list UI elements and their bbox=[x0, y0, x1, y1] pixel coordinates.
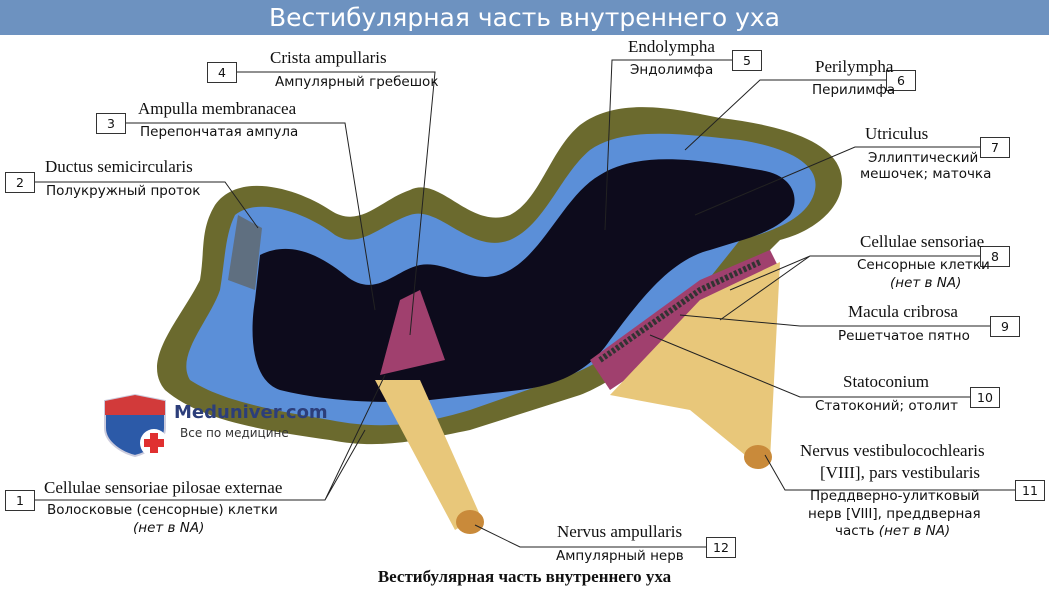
label-number-9: 9 bbox=[990, 316, 1020, 337]
label-latin-crista-ampullaris: Crista ampullaris bbox=[270, 48, 387, 67]
label-latin-perilympha: Perilympha bbox=[815, 57, 894, 76]
label-russian-crista-ampullaris: Ампулярный гребешок bbox=[275, 74, 439, 90]
label-number-5: 5 bbox=[732, 50, 762, 71]
label-russian-macula-cribrosa: Решетчатое пятно bbox=[838, 328, 970, 344]
label-russian-statoconium: Статоконий; отолит bbox=[815, 398, 958, 414]
label-russian-ductus-semicircularis: Полукружный проток bbox=[46, 183, 201, 199]
label-russian-perilympha: Перилимфа bbox=[812, 82, 896, 98]
label-latin-utriculus: Utriculus bbox=[865, 124, 929, 143]
label-russian-nervus-vestibulocochlearis-1: Преддверно-улитковый bbox=[810, 488, 980, 504]
crista-ampullaris bbox=[380, 290, 445, 375]
label-number-2: 2 bbox=[5, 172, 35, 193]
label-latin-macula-cribrosa: Macula cribrosa bbox=[848, 302, 958, 321]
label-russian-ampulla-membranacea: Перепончатая ампула bbox=[140, 124, 299, 140]
nervus-vestibularis bbox=[610, 262, 780, 460]
label-number-12: 12 bbox=[706, 537, 736, 558]
label-russian-nervus-vestibulocochlearis-2: нерв [VIII], преддверная bbox=[808, 506, 981, 522]
meduniver-logo-icon bbox=[104, 393, 168, 457]
label-latin-endolympha: Endolympha bbox=[628, 37, 715, 56]
label-number-8: 8 bbox=[980, 246, 1010, 267]
logo-name: Meduniver.com bbox=[174, 402, 328, 423]
label-russian-utriculus-1: Эллиптический bbox=[868, 150, 979, 166]
label-note-cellulae-pilosae: (нет в NA) bbox=[133, 520, 205, 536]
label-russian-cellulae-pilosae: Волосковые (сенсорные) клетки bbox=[47, 502, 278, 518]
label-latin-statoconium: Statoconium bbox=[843, 372, 929, 391]
label-number-10: 10 bbox=[970, 387, 1000, 408]
label-number-6: 6 bbox=[886, 70, 916, 91]
label-latin-ampulla-membranacea: Ampulla membranacea bbox=[138, 99, 297, 118]
label-number-1: 1 bbox=[5, 490, 35, 511]
label-latin-cellulae-pilosae: Cellulae sensoriae pilosae externae bbox=[44, 478, 283, 497]
label-latin-nervus-vestibulocochlearis-2: [VIII], pars vestibularis bbox=[820, 463, 981, 482]
logo-tagline: Все по медицине bbox=[180, 426, 289, 440]
title-bar: Вестибулярная часть внутреннего уха bbox=[0, 0, 1049, 35]
label-russian-nervus-ampullaris: Ампулярный нерв bbox=[556, 548, 684, 564]
nervus-ampullaris bbox=[375, 380, 480, 530]
label-russian-utriculus-2: мешочек; маточка bbox=[860, 166, 992, 182]
label-russian-cellulae-sensoriae: Сенсорные клетки bbox=[857, 257, 990, 273]
label-number-3: 3 bbox=[96, 113, 126, 134]
figure-caption: Вестибулярная часть внутреннего уха bbox=[377, 567, 672, 586]
label-russian-nervus-vestibulocochlearis-3: часть (нет в NA) bbox=[835, 523, 951, 539]
label-number-11: 11 bbox=[1015, 480, 1045, 501]
endolymph bbox=[252, 159, 795, 402]
label-russian-endolympha: Эндолимфа bbox=[630, 62, 714, 78]
label-latin-cellulae-sensoriae: Cellulae sensoriae bbox=[860, 232, 985, 251]
label-latin-nervus-ampullaris: Nervus ampullaris bbox=[557, 522, 683, 541]
label-number-7: 7 bbox=[980, 137, 1010, 158]
label-latin-ductus-semicircularis: Ductus semicircularis bbox=[45, 157, 193, 176]
label-number-4: 4 bbox=[207, 62, 237, 83]
label-note-cellulae-sensoriae: (нет в NA) bbox=[890, 275, 962, 291]
label-latin-nervus-vestibulocochlearis: Nervus vestibulocochlearis bbox=[800, 441, 985, 460]
